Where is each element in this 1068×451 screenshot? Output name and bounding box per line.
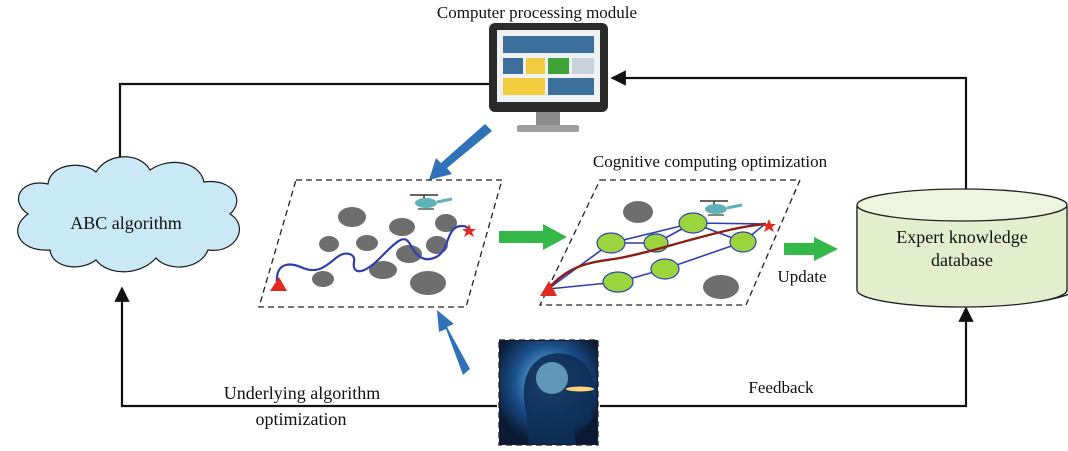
connector-database-to-computer bbox=[610, 70, 968, 190]
green-arrow-middle bbox=[499, 224, 567, 250]
connector-abc-to-computer bbox=[118, 76, 507, 172]
initial-path-panel bbox=[258, 179, 503, 308]
blue-arrow-up bbox=[437, 310, 470, 375]
human-head-icon bbox=[498, 339, 599, 446]
optimized-obstacles bbox=[623, 201, 739, 299]
expert-db-label-2: database bbox=[931, 250, 993, 270]
goal-star-icon bbox=[462, 224, 476, 237]
abc-cloud bbox=[17, 156, 240, 273]
helicopter-icon bbox=[410, 194, 453, 210]
expert-database bbox=[856, 188, 1068, 308]
optimized-path bbox=[547, 222, 767, 290]
underlying-label-2: optimization bbox=[256, 409, 347, 429]
helicopter-icon-2 bbox=[700, 200, 743, 216]
monitor-icon bbox=[489, 23, 608, 132]
wavy-path bbox=[275, 224, 471, 285]
computer-module-label: Computer processing module bbox=[437, 3, 637, 22]
abc-algorithm-label: ABC algorithm bbox=[70, 213, 182, 233]
update-label: Update bbox=[777, 267, 826, 286]
start-triangle-icon-2 bbox=[540, 281, 557, 296]
blue-arrow-down bbox=[429, 124, 492, 180]
start-triangle-icon bbox=[270, 277, 287, 291]
goal-star-icon-2 bbox=[762, 219, 776, 232]
connector-head-to-database bbox=[600, 306, 974, 408]
optimized-path-panel bbox=[538, 179, 801, 306]
expert-db-label-1: Expert knowledge bbox=[896, 227, 1027, 247]
underlying-label-1: Underlying algorithm bbox=[224, 383, 380, 403]
connectors bbox=[114, 70, 974, 408]
cognitive-optimization-label: Cognitive computing optimization bbox=[593, 152, 828, 171]
connector-head-to-abc bbox=[114, 286, 497, 408]
feedback-label: Feedback bbox=[748, 378, 814, 397]
green-arrow-right bbox=[784, 237, 838, 261]
